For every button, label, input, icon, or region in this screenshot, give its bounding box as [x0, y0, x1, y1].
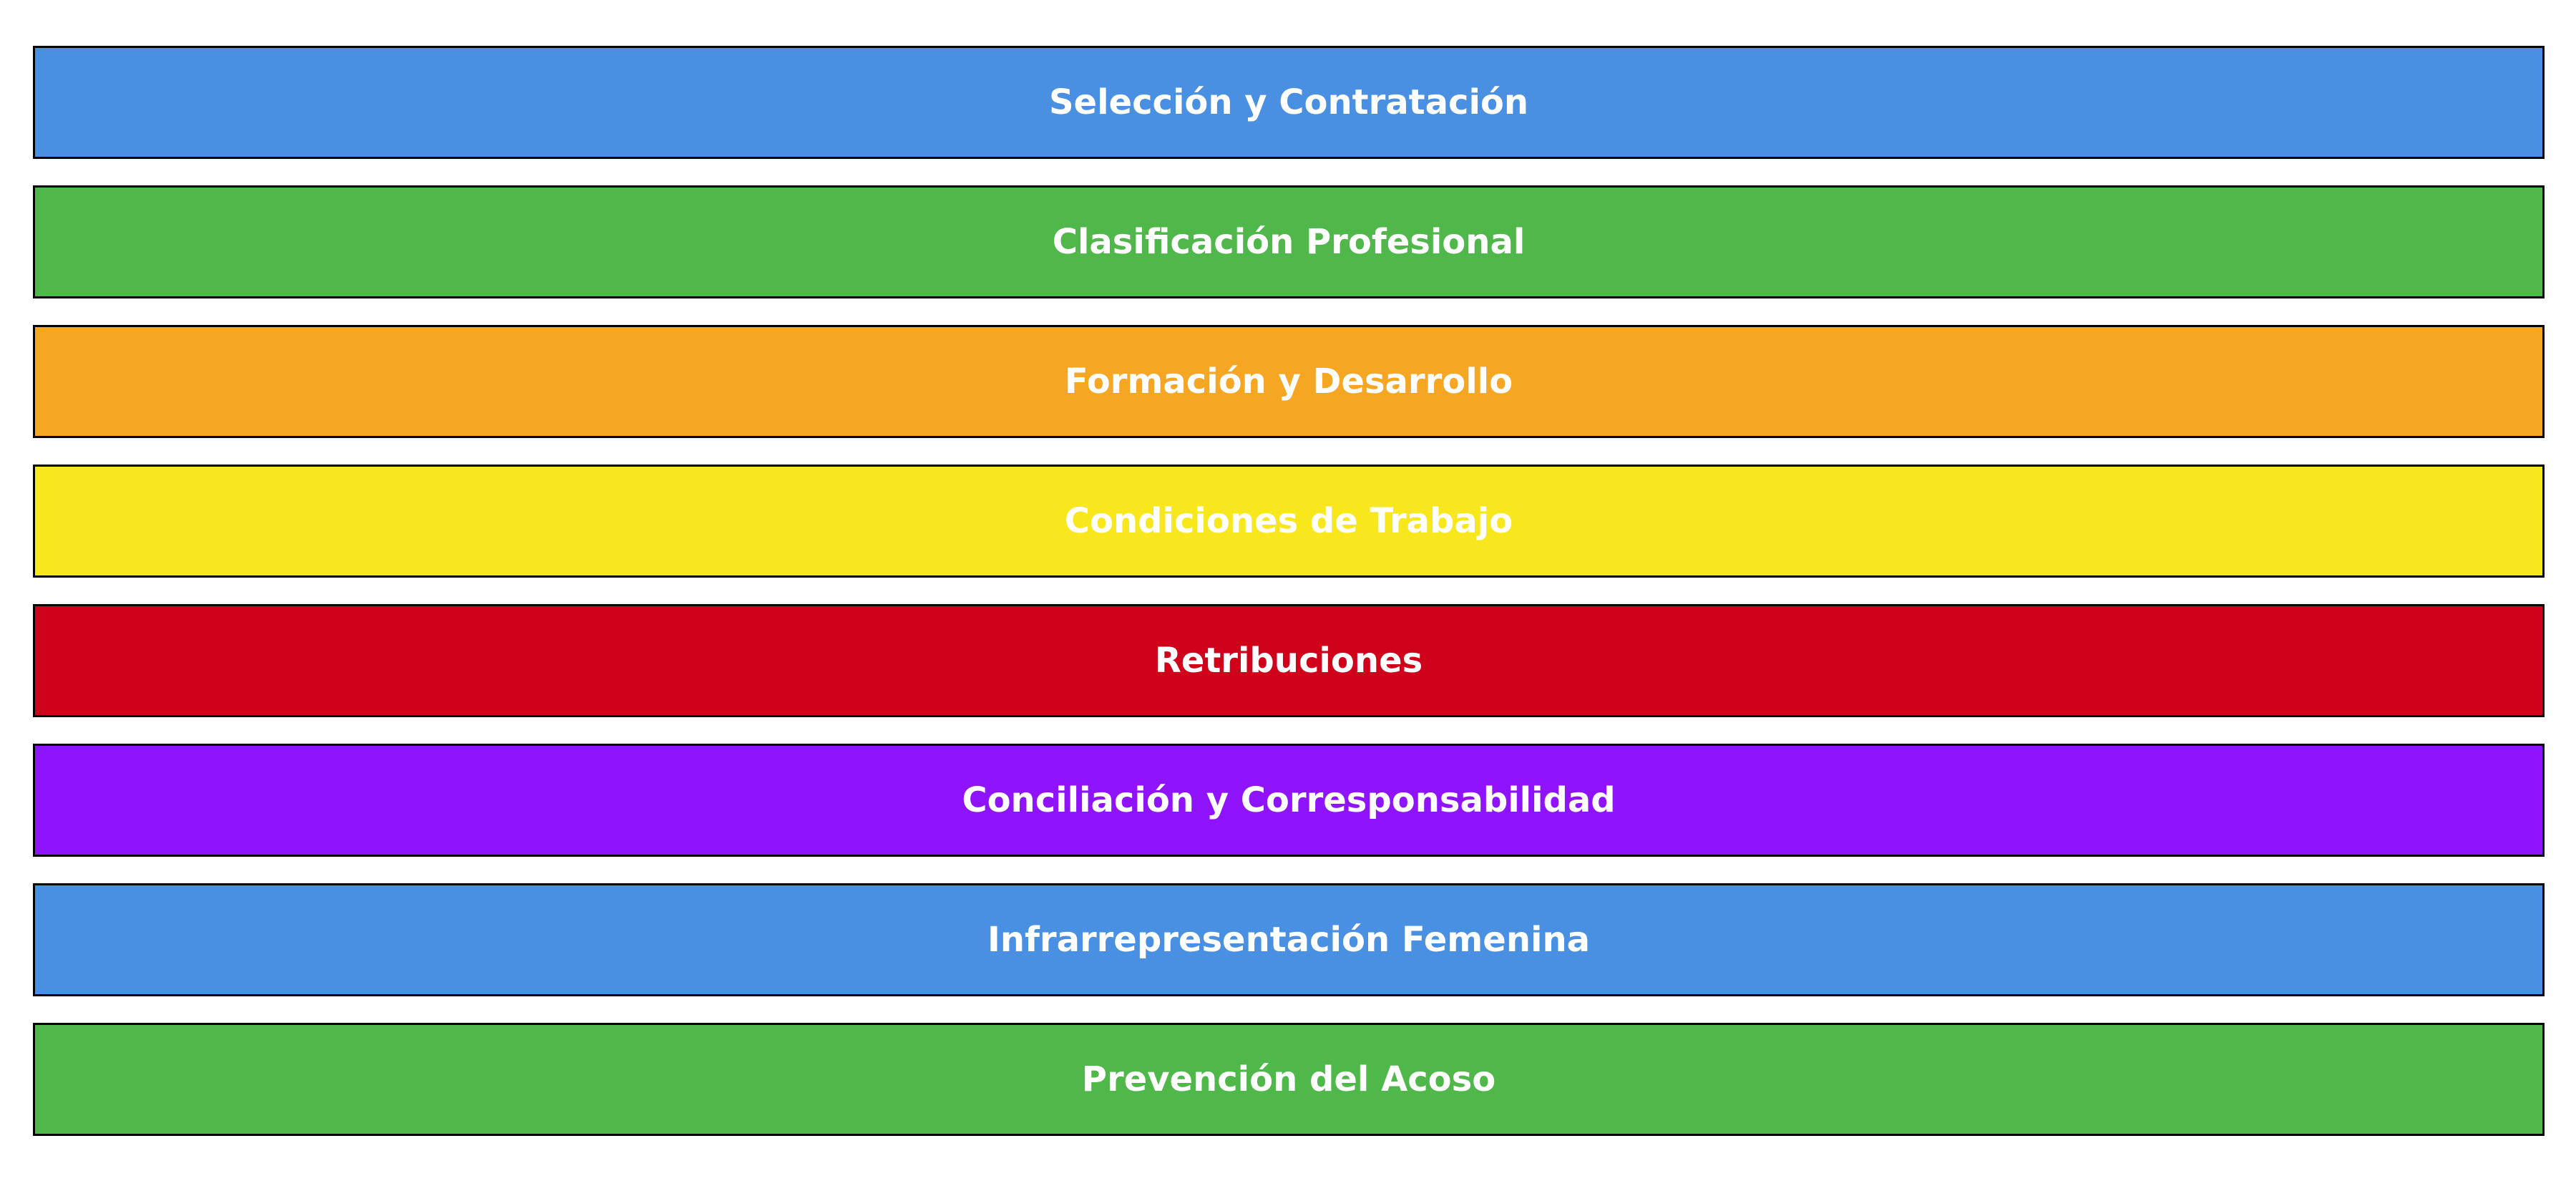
band-label: Conciliación y Corresponsabilidad: [962, 780, 1616, 820]
area-stack: Selección y Contratación Clasificación P…: [33, 46, 2545, 1162]
band-retribuciones: Retribuciones: [33, 604, 2545, 717]
band-prevencion-acoso: Prevención del Acoso: [33, 1023, 2545, 1136]
band-conciliacion-corresponsabilidad: Conciliación y Corresponsabilidad: [33, 744, 2545, 857]
band-formacion-desarrollo: Formación y Desarrollo: [33, 325, 2545, 438]
band-clasificacion-profesional: Clasificación Profesional: [33, 185, 2545, 298]
band-label: Retribuciones: [1154, 641, 1423, 681]
band-seleccion-contratacion: Selección y Contratación: [33, 46, 2545, 159]
band-label: Selección y Contratación: [1048, 82, 1529, 122]
band-label: Formación y Desarrollo: [1064, 361, 1513, 402]
band-label: Clasificación Profesional: [1052, 222, 1526, 262]
band-label: Prevención del Acoso: [1081, 1059, 1496, 1099]
band-label: Infrarrepresentación Femenina: [987, 920, 1590, 960]
band-condiciones-trabajo: Condiciones de Trabajo: [33, 465, 2545, 578]
band-label: Condiciones de Trabajo: [1064, 501, 1513, 541]
band-infrarrepresentacion-femenina: Infrarrepresentación Femenina: [33, 883, 2545, 996]
